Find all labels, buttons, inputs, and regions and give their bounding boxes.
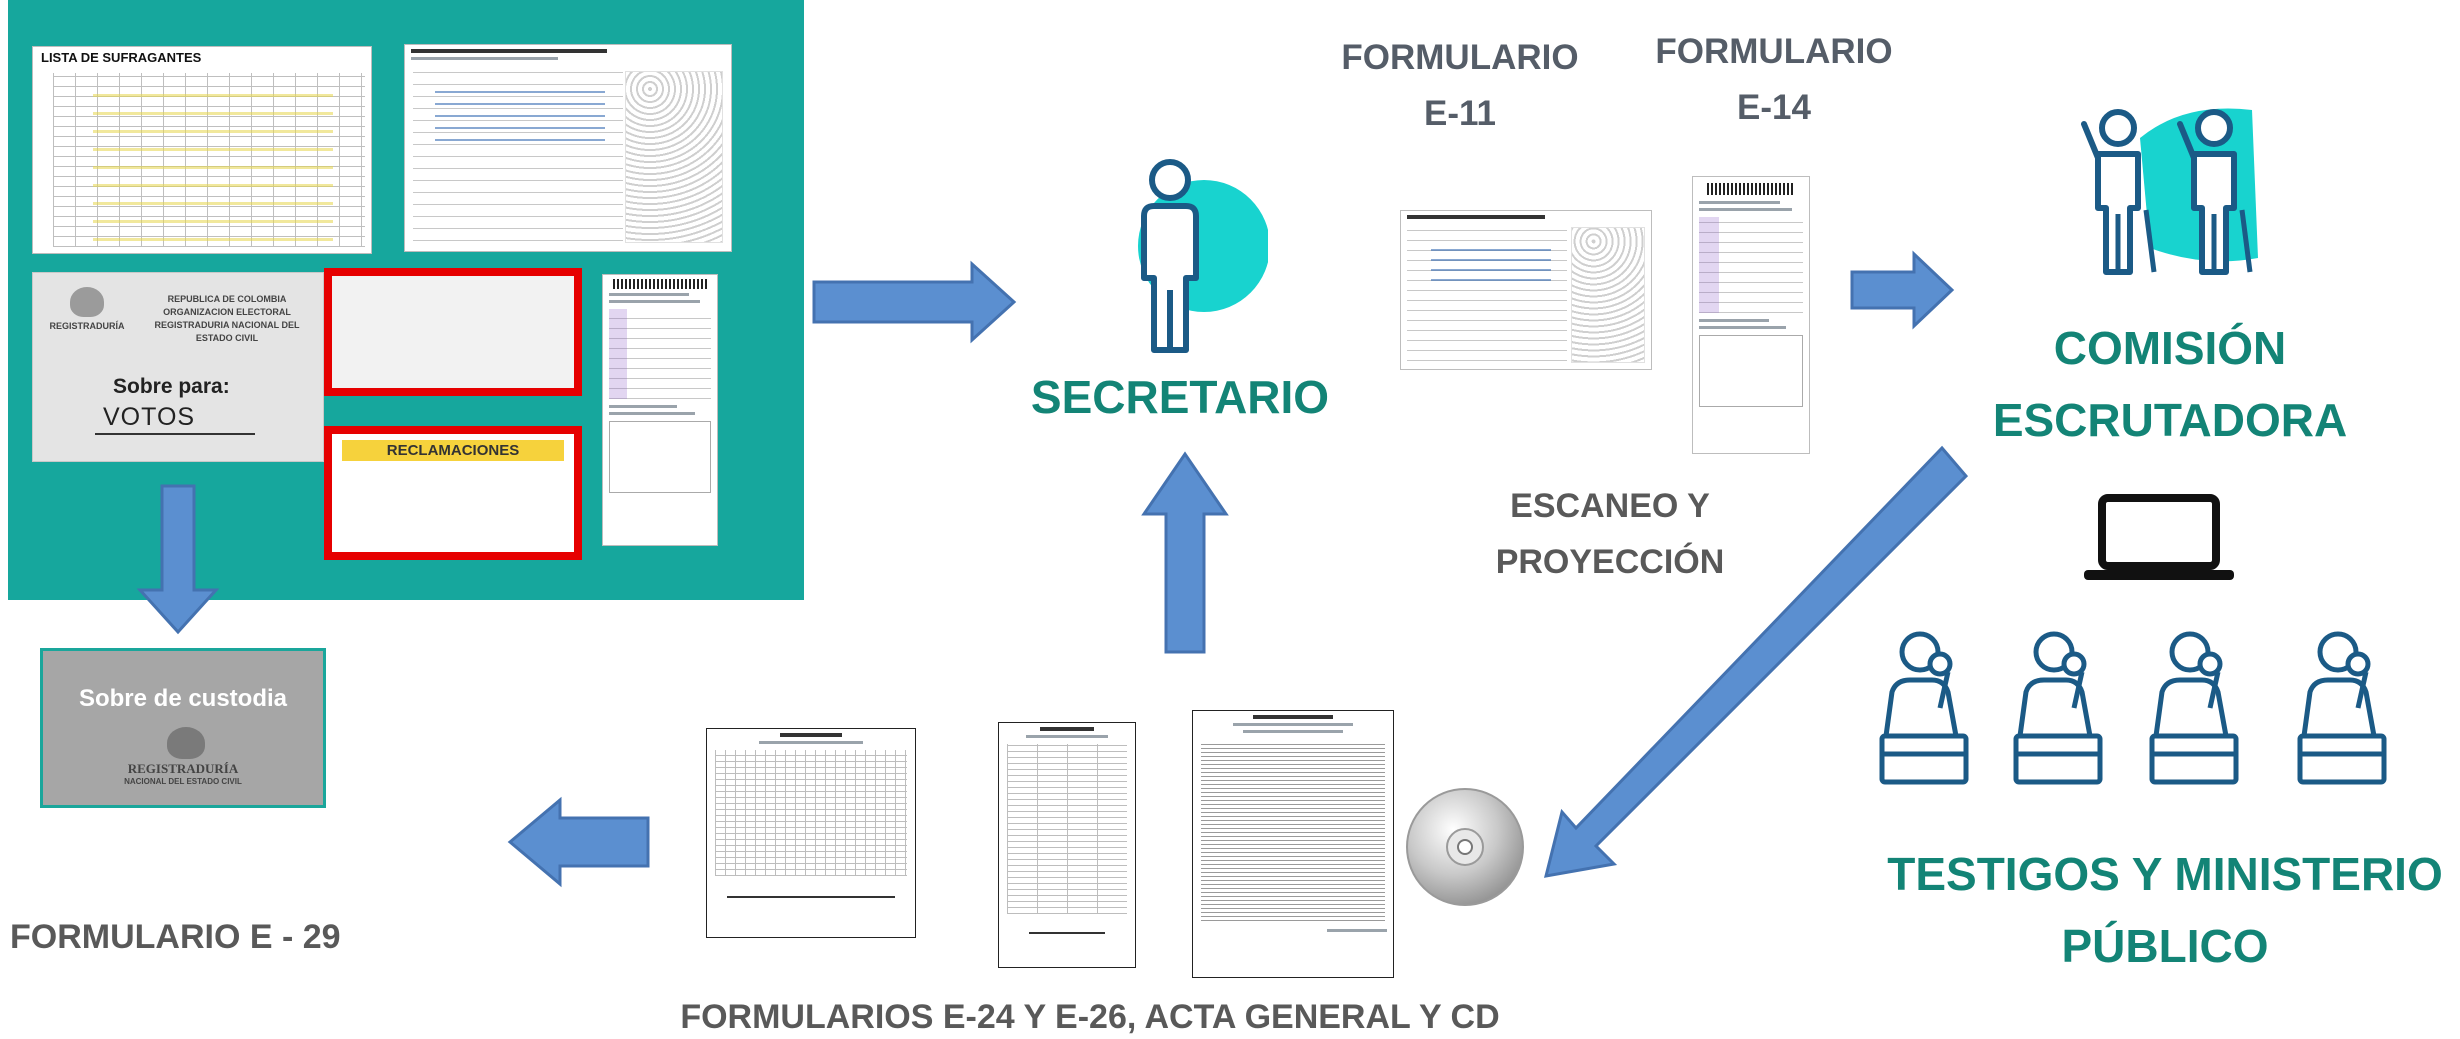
witness-icon-2 [2013, 631, 2103, 785]
acta-instalacion-document [404, 44, 732, 252]
registraduria-logo: REGISTRADURÍA [49, 287, 125, 343]
arrow-to-comision [1850, 250, 1955, 330]
testigos-label: TESTIGOS Y MINISTERIO PÚBLICO [1887, 848, 2443, 972]
envelope-heading: Sobre para: [113, 375, 230, 398]
formulario-e11-label: FORMULARIO E-11 [1341, 38, 1579, 133]
custody-envelope: Sobre de custodia REGISTRADURÍA NACIONAL… [40, 648, 326, 808]
voters-list-title: LISTA DE SUFRAGANTES [41, 50, 202, 65]
formularios-e24-label: FORMULARIOS E-24 Y E-26, ACTA GENERAL Y … [680, 998, 1500, 1036]
comision-label: COMISIÓN ESCRUTADORA [1992, 322, 2348, 446]
secretario-label: SECRETARIO [1030, 371, 1330, 423]
person-icon [1138, 159, 1268, 353]
waving-people-icon [2081, 108, 2258, 275]
e11-form-document [1400, 210, 1652, 370]
e24-form-document [706, 728, 916, 938]
escaneo-label: ESCANEO Y PROYECCIÓN [1495, 487, 1725, 581]
formulario-e14-label: FORMULARIO E-14 [1655, 32, 1893, 127]
documents-panel: LISTA DE SUFRAGANTES REGISTRADURÍA REPUB… [8, 0, 804, 600]
witness-icon-4 [2297, 631, 2387, 785]
witness-icon-1 [1879, 631, 1969, 785]
claims-document: RECLAMACIONES [324, 426, 582, 560]
crest-icon [70, 287, 104, 317]
votes-envelope: REGISTRADURÍA REPUBLICA DE COLOMBIA ORGA… [32, 272, 324, 462]
laptop-icon [2084, 494, 2234, 580]
cd-icon [1406, 788, 1524, 906]
voters-list-document: LISTA DE SUFRAGANTES [32, 46, 372, 254]
arrow-to-custody [136, 484, 220, 635]
e14-form-document [1692, 176, 1810, 454]
e14-form-document-small [602, 274, 718, 546]
arrow-to-cd [1543, 445, 1969, 878]
claim-form-document [324, 268, 582, 396]
registraduria-crest-icon [167, 727, 205, 759]
custody-logo-line2: NACIONAL DEL ESTADO CIVIL [124, 777, 242, 786]
arrow-to-secretario [812, 260, 1017, 344]
envelope-value: VOTOS [103, 403, 196, 431]
arrow-to-e29 [507, 796, 650, 888]
custody-logo-line1: REGISTRADURÍA [127, 761, 239, 776]
acta-general-document [1192, 710, 1394, 978]
formulario-e29-label: FORMULARIO E - 29 [10, 918, 341, 956]
arrow-up-to-secretario [1141, 451, 1229, 654]
e26-form-document [998, 722, 1136, 968]
claims-title: RECLAMACIONES [342, 440, 564, 461]
custody-title: Sobre de custodia [78, 685, 288, 712]
witness-icon-3 [2149, 631, 2239, 785]
